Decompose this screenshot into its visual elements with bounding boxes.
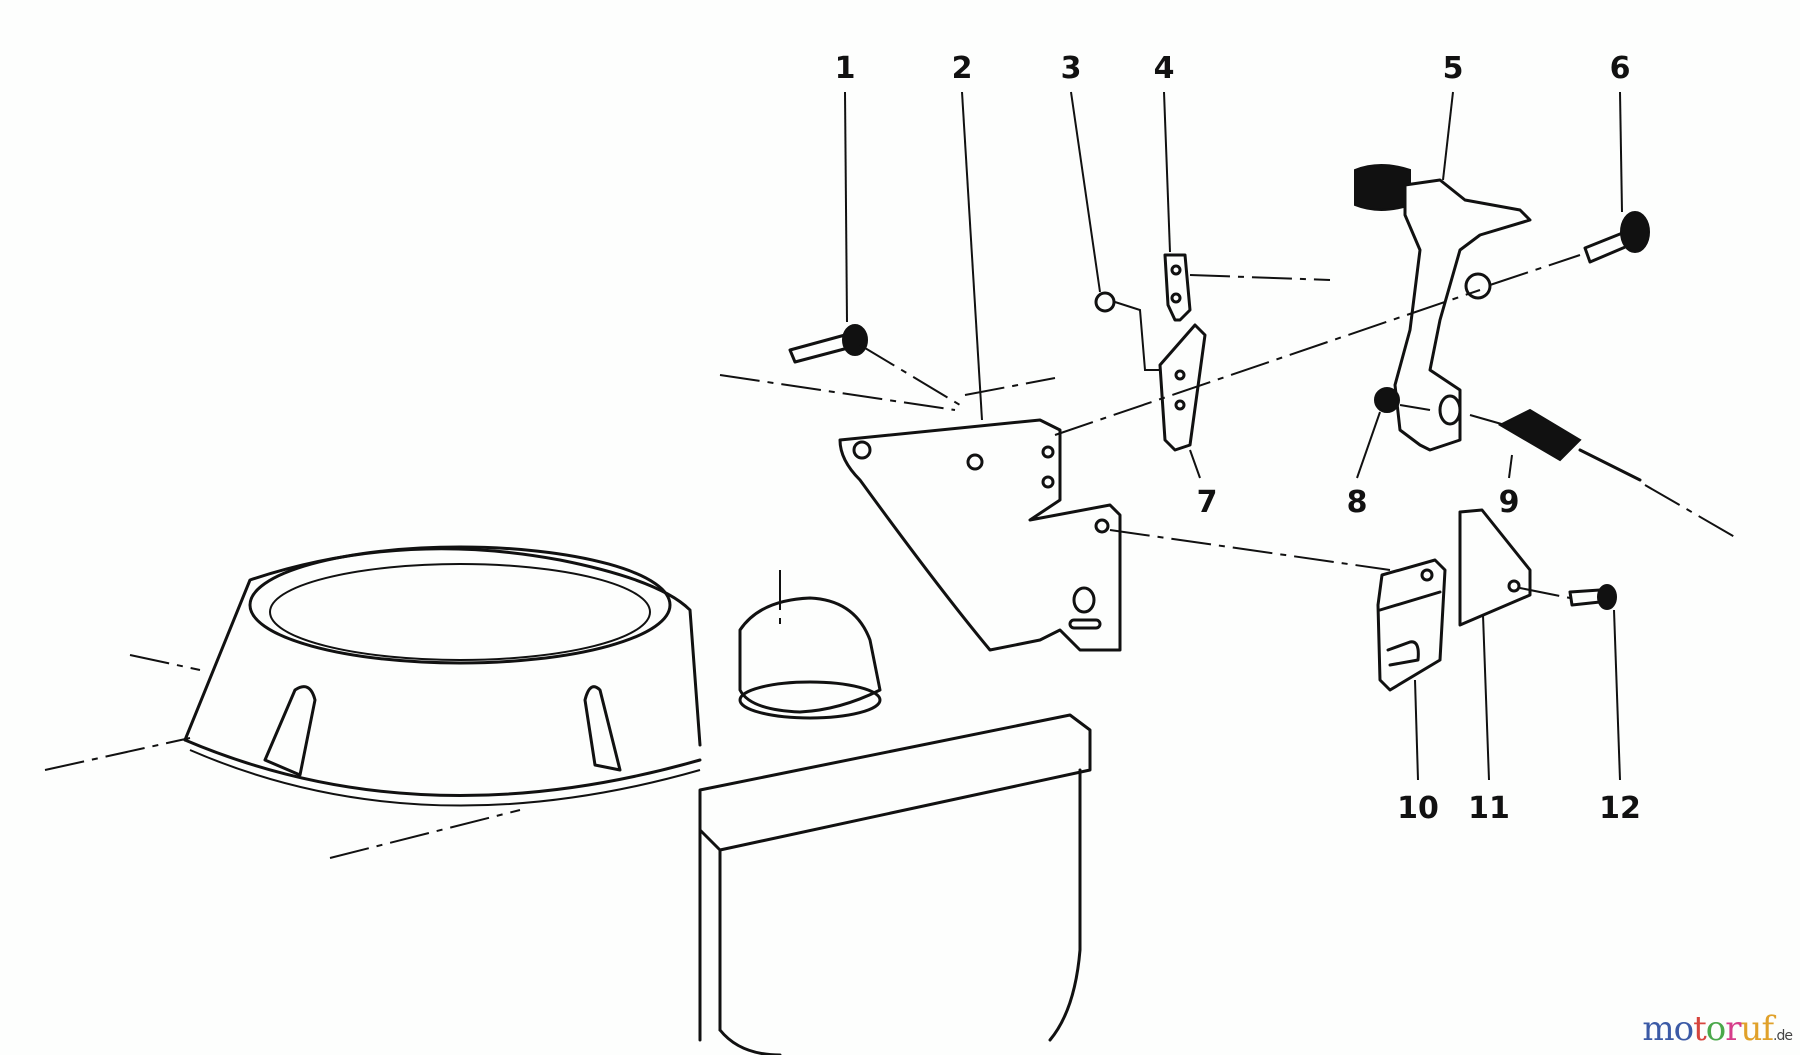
screw-1 — [788, 324, 961, 406]
ball-8 — [1374, 387, 1431, 413]
screw-6 — [1583, 211, 1650, 264]
screw-3 — [1094, 291, 1160, 371]
air-cleaner-bowl — [44, 545, 702, 859]
callout-7: 7 — [1197, 485, 1218, 520]
callout-3: 3 — [1061, 51, 1082, 86]
callout-5: 5 — [1443, 51, 1464, 86]
cable-clamp — [1109, 508, 1571, 692]
throttle-control — [1054, 164, 1581, 452]
callout-12: 12 — [1599, 791, 1641, 826]
callout-11: 11 — [1468, 791, 1510, 826]
leader-lines — [844, 91, 1623, 781]
fuel-tank — [698, 570, 1092, 1055]
watermark-letter: t — [1693, 1009, 1707, 1049]
watermark-letter: r — [1725, 1009, 1741, 1049]
watermark-suffix: .de — [1773, 1028, 1793, 1044]
watermark-logo: motoruf.de — [1642, 1009, 1793, 1049]
callout-4: 4 — [1154, 51, 1175, 86]
callout-1: 1 — [835, 51, 856, 86]
callout-2: 2 — [952, 51, 973, 86]
throttle-bracket — [719, 374, 1122, 652]
callout-9: 9 — [1499, 485, 1520, 520]
lever — [1158, 253, 1331, 452]
watermark-letter: f — [1761, 1009, 1774, 1049]
watermark-letter: u — [1740, 1009, 1763, 1049]
watermark-letter: o — [1673, 1009, 1695, 1049]
screw-12 — [1568, 584, 1617, 610]
watermark-letter: o — [1705, 1009, 1727, 1049]
callout-labels: 1 2 3 4 5 6 7 8 9 10 11 12 — [835, 51, 1641, 826]
callout-6: 6 — [1610, 51, 1631, 86]
callout-8: 8 — [1347, 485, 1368, 520]
cable-spring — [1469, 408, 1741, 541]
watermark-letter: m — [1642, 1009, 1674, 1049]
callout-10: 10 — [1397, 791, 1439, 826]
